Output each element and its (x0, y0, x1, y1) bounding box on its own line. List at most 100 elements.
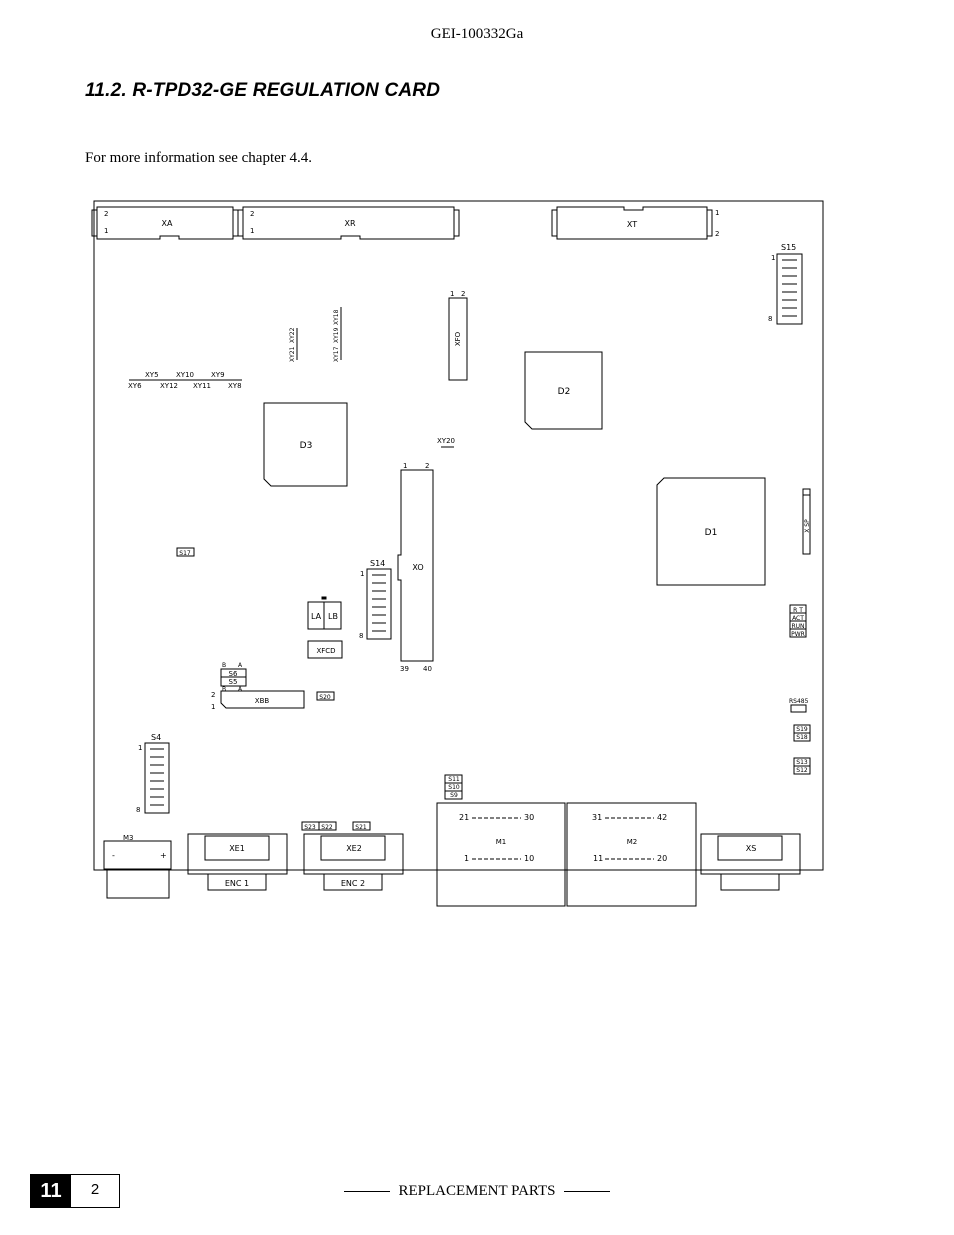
xs-label: XS (746, 844, 757, 853)
s15-label: S15 (781, 243, 796, 252)
xo-pin-40: 40 (423, 665, 432, 673)
terminal-m1: 21 30 M1 1 10 (436, 802, 566, 907)
s12-label: S12 (796, 767, 808, 774)
xy10-label: XY10 (176, 371, 194, 379)
jumper-xy20: XY20 (437, 437, 455, 448)
switch-s15: S15 1 8 (768, 243, 803, 325)
document-id: GEI-100332Ga (430, 26, 524, 42)
section-title: 11.2. R-TPD32-GE REGULATION CARD (85, 80, 441, 101)
chip-d3: D3 (263, 402, 348, 487)
xa-label: XA (162, 219, 173, 228)
connector-xo: 1 2 XO 39 40 (397, 462, 434, 673)
m3-plus: + (160, 851, 167, 860)
xy22-label: XY22 (289, 327, 296, 343)
xfo-pin-2: 2 (461, 290, 465, 298)
m3-label: M3 (123, 834, 134, 842)
rt-led-label: R T (793, 607, 803, 614)
m2-pin-11: 11 (593, 854, 603, 863)
xbb-pin-1: 1 (211, 703, 215, 711)
s14-label: S14 (370, 559, 385, 568)
xbb-label: XBB (255, 697, 270, 705)
s14-pin-8: 8 (359, 632, 363, 640)
connector-xa: XA 2 1 (91, 206, 239, 240)
s11-label: S11 (448, 776, 460, 783)
xsp-label: X SP (804, 519, 811, 533)
chapter-number: 11 (31, 1175, 71, 1207)
connector-xe1: XE1 ENC 1 (187, 833, 288, 891)
xr-pin-2: 2 (250, 210, 254, 218)
m2-pin-31: 31 (592, 813, 602, 822)
connector-xt: XT 1 2 (551, 206, 719, 240)
connector-xbb: XBB 2 1 (211, 690, 305, 711)
xe2-label: XE2 (346, 844, 362, 853)
s5-a-label: A (238, 686, 243, 693)
switch-s17: S17 (176, 547, 195, 557)
m1-pin-30: 30 (524, 813, 534, 822)
chip-d1: D1 (656, 477, 766, 586)
switch-s4: S4 1 8 (136, 733, 170, 814)
footer-rule-left (344, 1191, 391, 1193)
xfo-pin-1: 1 (450, 290, 454, 298)
led-la-lb: LA LB (307, 596, 342, 630)
la-label: LA (311, 612, 322, 621)
xt-pin-1: 1 (715, 209, 719, 217)
s23-label: S23 (304, 824, 316, 831)
m3-minus: - (112, 851, 115, 860)
m2-label: M2 (627, 838, 638, 846)
s19-label: S19 (796, 726, 808, 733)
xo-label: XO (412, 563, 423, 572)
xa-pin-1: 1 (104, 227, 108, 235)
s5-b-label: B (222, 686, 226, 693)
m1-pin-21: 21 (459, 813, 469, 822)
switch-s19-s18: S19 S18 (793, 724, 811, 742)
xy12-label: XY12 (160, 382, 178, 390)
chip-d2: D2 (524, 351, 603, 430)
xy5-label: XY5 (145, 371, 159, 379)
m2-pin-20: 20 (657, 854, 667, 863)
switch-s20: S20 (316, 691, 335, 701)
xfo-label: XFO (454, 331, 462, 346)
xa-pin-2: 2 (104, 210, 108, 218)
connector-xsp: X SP (802, 488, 811, 555)
s15-pin-8: 8 (768, 315, 772, 323)
s20-label: S20 (319, 694, 331, 701)
intro-text: For more information see chapter 4.4. (85, 150, 313, 166)
pwr-led-label: PWR (791, 631, 805, 638)
enc2-label: ENC 2 (341, 879, 365, 888)
terminal-m3: M3 - + (103, 834, 172, 899)
jumper-group-horizontal: XY5 XY10 XY9 XY6 XY12 XY11 XY8 (128, 371, 242, 390)
status-leds: R T ACT RUN PWR (789, 604, 807, 638)
s4-label: S4 (151, 733, 161, 742)
footer-rule-right (563, 1191, 610, 1193)
xy19-label: XY19 (333, 327, 340, 343)
switch-s21: S21 (352, 821, 371, 831)
s4-pin-1: 1 (138, 744, 142, 752)
connector-xr: XR 2 1 (237, 206, 460, 240)
s17-label: S17 (179, 550, 191, 557)
switch-s13-s12: S13 S12 (793, 757, 811, 775)
s22-label: S22 (321, 824, 333, 831)
rs485-label: RS485 (789, 698, 809, 705)
act-led-label: ACT (792, 615, 804, 622)
s6-a-label: A (238, 662, 243, 669)
switch-s23-s22: S23 S22 (301, 821, 337, 831)
connector-xfo: 1 2 XFO (448, 290, 468, 381)
xy8-label: XY8 (228, 382, 242, 390)
terminal-m2: 31 42 M2 11 20 (566, 802, 697, 907)
lb-label: LB (328, 612, 338, 621)
xy18-label: XY18 (333, 309, 340, 325)
s5-label: S5 (229, 678, 238, 686)
d3-label: D3 (300, 441, 313, 451)
xo-pin-1: 1 (403, 462, 407, 470)
s15-pin-1: 1 (771, 254, 775, 262)
d1-label: D1 (705, 528, 718, 538)
xfcd-label: XFCD (316, 647, 335, 655)
xy11-label: XY11 (193, 382, 211, 390)
m1-pin-1: 1 (464, 854, 469, 863)
footer-label: REPLACEMENT PARTS (398, 1183, 556, 1199)
chapter-page-box: 11 2 (30, 1174, 120, 1208)
xy17-label: XY17 (333, 346, 340, 362)
xy20-label: XY20 (437, 437, 455, 445)
s10-label: S10 (448, 784, 460, 791)
xe1-label: XE1 (229, 844, 245, 853)
